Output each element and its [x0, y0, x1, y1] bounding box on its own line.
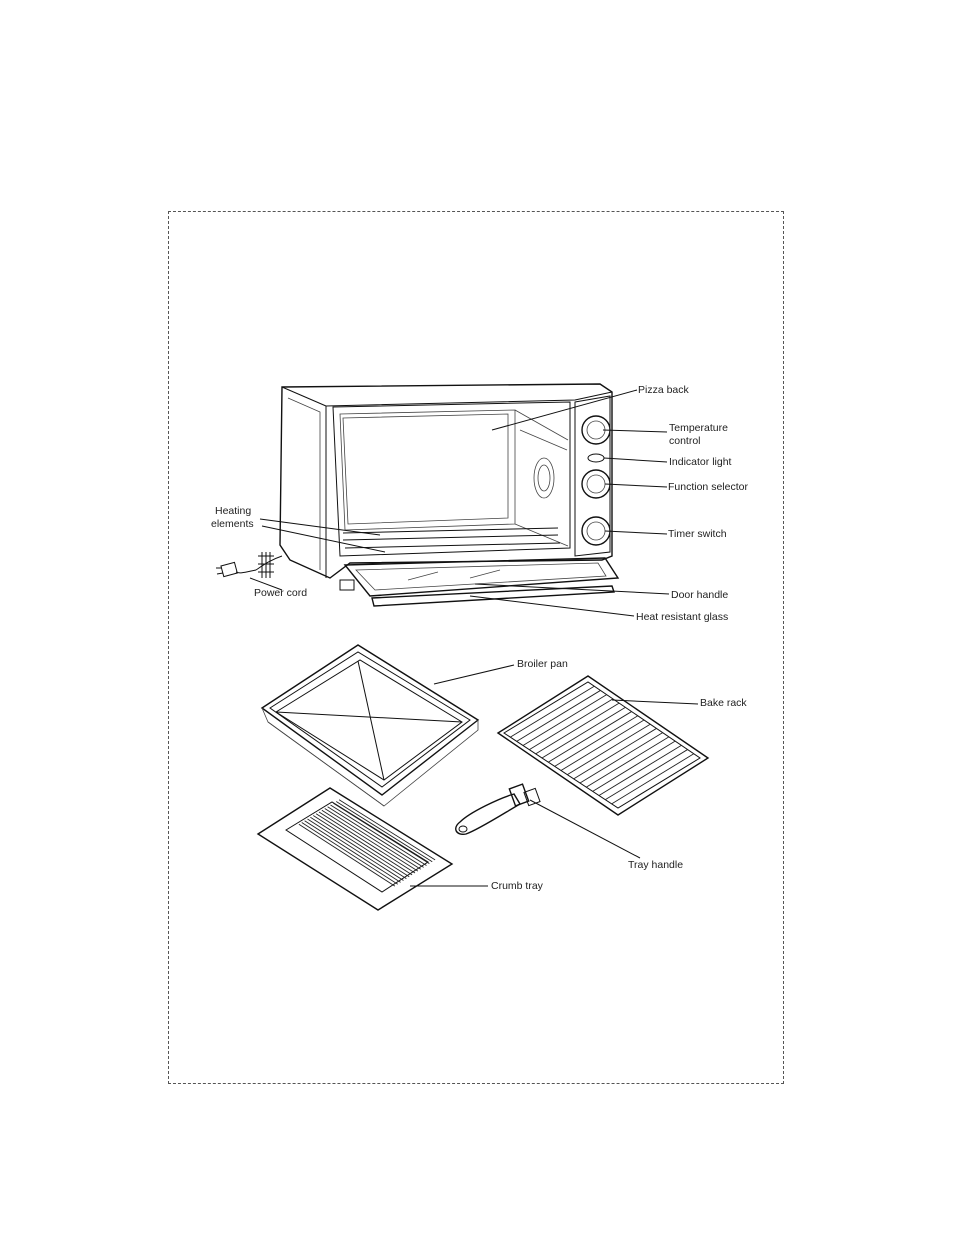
rack-wire	[567, 724, 650, 774]
label-temperature-control: Temperature	[669, 422, 728, 434]
oven-leader-lines	[250, 390, 669, 616]
rack-wire	[548, 712, 631, 763]
rack-wire	[586, 737, 669, 787]
label-power-cord: Power cord	[254, 587, 307, 599]
crumb-tray	[258, 788, 452, 910]
tray-handle-leader	[530, 800, 640, 858]
rack-wire	[523, 695, 607, 746]
label-broiler-pan: Broiler pan	[517, 658, 568, 670]
label-tray-handle: Tray handle	[628, 859, 683, 871]
rack-wire	[605, 750, 687, 800]
label-temperature-control-2: control	[669, 435, 701, 447]
label-door-handle: Door handle	[671, 589, 728, 601]
bake-rack	[498, 676, 708, 815]
rack-wire	[529, 699, 613, 750]
label-heating-elements: Heating	[215, 505, 251, 517]
label-timer-switch: Timer switch	[668, 528, 727, 540]
rack-wire	[580, 733, 663, 783]
label-pizza-back: Pizza back	[638, 384, 690, 396]
tray-handle	[456, 784, 540, 834]
rack-wire	[561, 720, 644, 771]
rack-wire	[517, 690, 601, 741]
rack-wire	[593, 741, 675, 791]
label-heat-resistant-glass: Heat resistant glass	[636, 611, 728, 623]
rack-wire	[536, 703, 619, 754]
broiler-pan	[262, 645, 478, 806]
broiler-pan-leader	[434, 665, 514, 684]
rack-wire	[542, 707, 625, 758]
label-function-selector: Function selector	[668, 481, 748, 493]
toaster-oven	[216, 384, 618, 606]
rack-wire	[612, 754, 694, 804]
label-crumb-tray: Crumb tray	[491, 880, 544, 892]
label-heating-elements-2: elements	[211, 518, 254, 530]
labels: Pizza back Temperature control Indicator…	[211, 384, 748, 892]
rack-wire	[574, 728, 657, 778]
label-indicator-light: Indicator light	[669, 456, 732, 468]
rack-wire	[599, 745, 681, 795]
rack-wire	[510, 686, 594, 737]
rack-wire	[555, 716, 638, 767]
label-bake-rack: Bake rack	[700, 697, 747, 709]
